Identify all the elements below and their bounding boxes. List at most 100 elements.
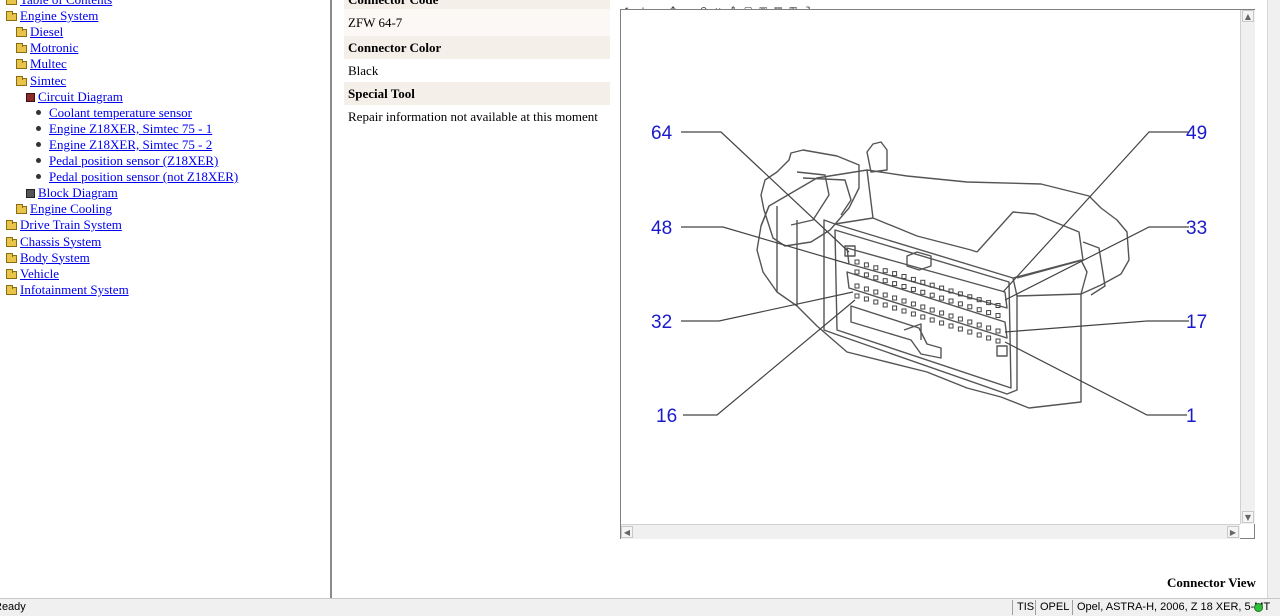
tree-item-link[interactable]: Pedal position sensor (Z18XER) bbox=[49, 153, 219, 168]
pin-label-32: 32 bbox=[651, 312, 672, 333]
pin-label-64: 64 bbox=[651, 123, 673, 144]
find-icon[interactable]: ⌕ bbox=[682, 7, 694, 10]
pin-cavity bbox=[948, 313, 954, 319]
pane-splitter[interactable] bbox=[330, 0, 332, 598]
tree-item-link[interactable]: Circuit Diagram bbox=[38, 88, 123, 104]
pin-cavity bbox=[939, 295, 945, 301]
scroll-left-arrow-icon[interactable]: ◀ bbox=[621, 526, 633, 538]
tree-item[interactable]: Engine System bbox=[6, 8, 98, 24]
status-make: OPEL bbox=[1035, 600, 1069, 615]
pin-cavity bbox=[976, 297, 982, 303]
pin-cavity bbox=[967, 319, 973, 325]
tree-item-link[interactable]: Table of Contents bbox=[20, 0, 112, 7]
pin-cavity bbox=[976, 307, 982, 313]
zoom-page-icon[interactable]: ▣ bbox=[757, 7, 769, 10]
callout-line-64 bbox=[681, 131, 850, 253]
tree-item[interactable]: Circuit Diagram bbox=[26, 89, 123, 105]
tree-item[interactable]: Diesel bbox=[16, 24, 63, 40]
folder-icon bbox=[6, 236, 17, 247]
tree-item-link[interactable]: Block Diagram bbox=[38, 185, 118, 201]
tree-item-link[interactable]: Coolant temperature sensor bbox=[49, 104, 192, 120]
diagram-caption: Connector View bbox=[1167, 575, 1256, 590]
tree-item-link[interactable]: Infotainment System bbox=[20, 281, 129, 297]
pin-label-16: 16 bbox=[656, 406, 677, 427]
tree-item-link[interactable]: Engine Z18XER, Simtec 75 - 2 bbox=[49, 136, 213, 152]
special-tool-label: Special Tool bbox=[344, 82, 610, 105]
folder-icon bbox=[6, 268, 17, 279]
tree-item-link[interactable]: Multec bbox=[30, 56, 67, 72]
tree-item-link[interactable]: Chassis System bbox=[20, 233, 102, 249]
page-vertical-scrollbar[interactable] bbox=[1267, 0, 1280, 598]
pin-cavity bbox=[957, 316, 963, 322]
pin-cavity bbox=[948, 323, 954, 329]
tree-item[interactable]: Infotainment System bbox=[6, 282, 129, 298]
scroll-up-arrow-icon[interactable]: ▲ bbox=[1242, 10, 1254, 22]
tree-item-link[interactable]: Vehicle bbox=[20, 265, 59, 281]
bullet-icon bbox=[36, 125, 41, 131]
tree-item-link[interactable]: Drive Train System bbox=[20, 217, 122, 233]
folder-icon bbox=[6, 0, 17, 5]
pin-cavity bbox=[929, 307, 935, 313]
tree-item[interactable]: Chassis System bbox=[6, 234, 101, 250]
scroll-right-arrow-icon[interactable]: ▶ bbox=[1227, 526, 1239, 538]
tree-item-link[interactable]: Motronic bbox=[30, 40, 79, 56]
tree-item-link[interactable]: Diesel bbox=[30, 24, 64, 40]
select-icon[interactable]: ↖ bbox=[622, 7, 634, 10]
tree-item-link[interactable]: Engine Cooling bbox=[30, 201, 112, 217]
tree-item[interactable]: Engine Z18XER, Simtec 75 - 1 bbox=[36, 121, 212, 137]
folder-icon bbox=[6, 284, 17, 295]
tree-item[interactable]: Multec bbox=[16, 56, 67, 72]
actual-size-icon[interactable]: ⇕ bbox=[727, 7, 739, 10]
status-bar: Ready TIS OPEL Opel, ASTRA-H, 2006, Z 18… bbox=[0, 598, 1280, 616]
status-vehicle: Opel, ASTRA-H, 2006, Z 18 XER, 5-MT bbox=[1072, 600, 1270, 615]
tree-item-link[interactable]: Pedal position sensor (not Z18XER) bbox=[49, 169, 239, 185]
pin-cavity bbox=[939, 310, 945, 316]
pin-cavity bbox=[986, 325, 992, 331]
print-icon[interactable]: ▤ bbox=[772, 7, 784, 10]
diagram-toolbar: ↖+−✥⌕↶⇔⇕▢▣▤▥? bbox=[622, 0, 862, 10]
tree-item-link[interactable]: Engine Z18XER, Simtec 75 - 1 bbox=[49, 120, 213, 136]
block-diagram-icon bbox=[26, 189, 35, 199]
connector-latch bbox=[760, 149, 860, 247]
chart-icon[interactable]: ▥ bbox=[787, 7, 799, 10]
tree-item[interactable]: Drive Train System bbox=[6, 217, 122, 233]
zoom-in-icon[interactable]: + bbox=[637, 7, 649, 10]
pin-cavity bbox=[863, 272, 869, 278]
tree-item[interactable]: Coolant temperature sensor bbox=[36, 105, 192, 121]
pin-cavity bbox=[901, 284, 907, 289]
tree-item[interactable]: Table of Contents bbox=[6, 0, 112, 8]
tree-item-link[interactable]: Simtec bbox=[30, 72, 67, 88]
tree-item[interactable]: Simtec bbox=[16, 73, 66, 89]
tree-item[interactable]: Pedal position sensor (not Z18XER) bbox=[36, 169, 238, 185]
tree-item[interactable]: Engine Cooling bbox=[16, 201, 112, 217]
pin-cavity bbox=[882, 302, 888, 308]
callout-line-1 bbox=[1004, 341, 1187, 416]
pin-cavity bbox=[986, 300, 992, 306]
diagram-viewer[interactable] bbox=[620, 9, 1255, 539]
help-icon[interactable]: ? bbox=[802, 7, 814, 10]
folder-icon bbox=[6, 252, 17, 263]
pin-cavity bbox=[901, 274, 907, 279]
zoom-window-icon[interactable]: ▢ bbox=[742, 7, 754, 10]
diagram-horizontal-scrollbar[interactable]: ◀ ▶ bbox=[621, 524, 1240, 539]
tree-item[interactable]: Motronic bbox=[16, 40, 78, 56]
pan-icon[interactable]: ✥ bbox=[667, 7, 679, 10]
tree-item-link[interactable]: Body System bbox=[20, 249, 90, 265]
fit-icon[interactable]: ⇔ bbox=[712, 7, 724, 10]
scroll-down-arrow-icon[interactable]: ▼ bbox=[1242, 511, 1254, 523]
folder-icon bbox=[6, 11, 17, 22]
bullet-icon bbox=[36, 109, 41, 115]
diagram-vertical-scrollbar[interactable]: ▲ ▼ bbox=[1240, 10, 1255, 524]
tree-item[interactable]: Pedal position sensor (Z18XER) bbox=[36, 153, 218, 169]
tree-item[interactable]: Block Diagram bbox=[26, 185, 118, 201]
pin-cavity bbox=[910, 301, 916, 307]
pin-cavity bbox=[967, 294, 973, 300]
tree-item[interactable]: Engine Z18XER, Simtec 75 - 2 bbox=[36, 137, 212, 153]
back-icon[interactable]: ↶ bbox=[697, 7, 709, 10]
tree-item[interactable]: Vehicle bbox=[6, 266, 59, 282]
tree-item-link[interactable]: Engine System bbox=[20, 8, 99, 24]
status-led-icon bbox=[1254, 603, 1263, 612]
connector-diagram: 64 49 48 33 32 17 16 1 bbox=[651, 123, 1207, 427]
tree-item[interactable]: Body System bbox=[6, 250, 90, 266]
zoom-out-icon[interactable]: − bbox=[652, 7, 664, 10]
